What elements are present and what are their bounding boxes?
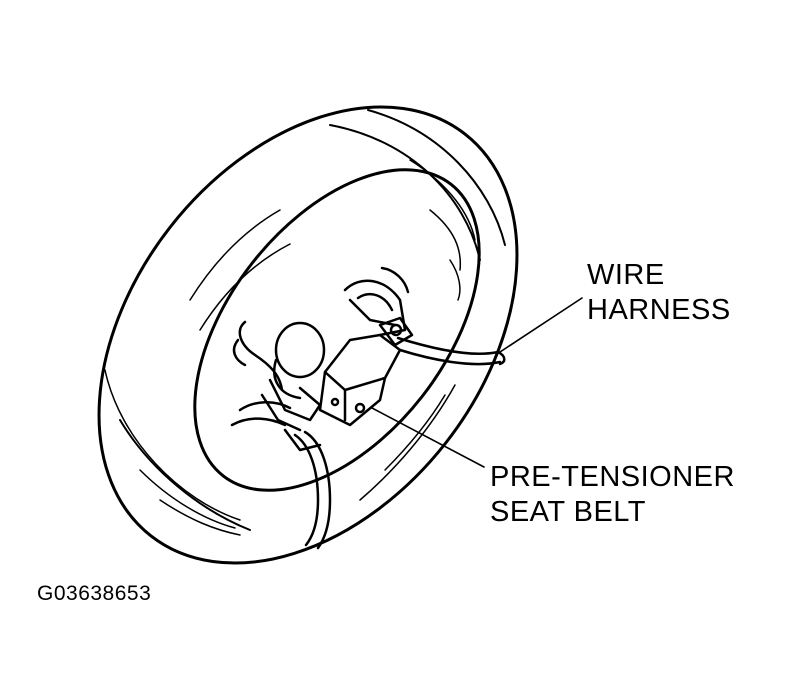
figure-id: G03638653 <box>37 582 152 605</box>
lower-cable <box>293 430 332 550</box>
leader-line-pretensioner <box>371 407 485 468</box>
leader-line-wire-harness <box>499 297 583 353</box>
wire-harness-label: WIRE HARNESS <box>587 258 731 328</box>
wire-harness <box>396 336 506 366</box>
pretensioner-label: PRE-TENSIONER SEAT BELT <box>490 460 735 530</box>
wire-harness-label-line2: HARNESS <box>587 294 731 326</box>
retractor-drum <box>97 105 519 565</box>
pretensioner-label-line1: PRE-TENSIONER <box>490 461 735 493</box>
wire-harness-label-line1: WIRE <box>587 259 665 291</box>
pretensioner-label-line2: SEAT BELT <box>490 496 646 528</box>
pretensioner-mechanism <box>230 266 414 452</box>
